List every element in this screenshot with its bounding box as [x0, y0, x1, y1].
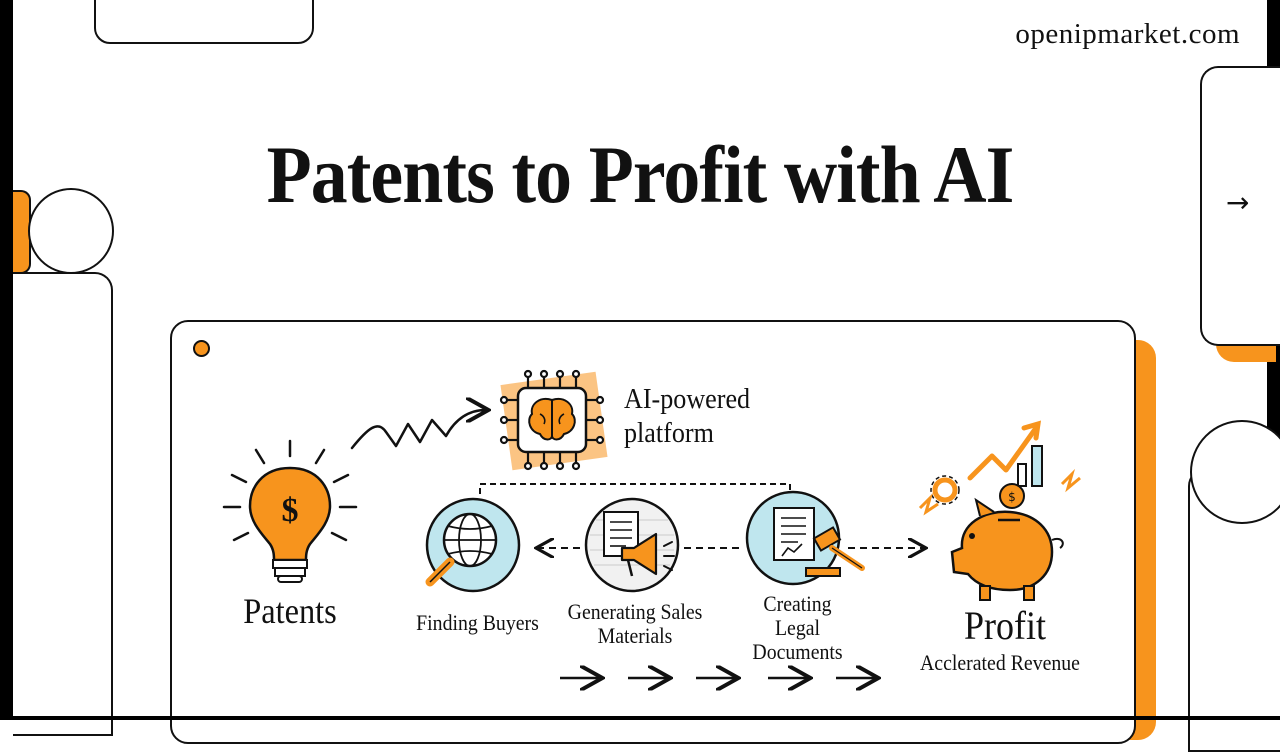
globe-search-icon: [425, 497, 521, 593]
step-finding-buyers-label: Finding Buyers: [416, 610, 539, 635]
card-dot-icon: [193, 340, 210, 357]
step-creating-legal-label: Creating Legal Documents: [752, 591, 843, 664]
next-slide-panel[interactable]: [1200, 66, 1280, 346]
profit-sub-label: Acclerated Revenue: [920, 650, 1080, 675]
dashed-connector: [479, 483, 791, 494]
decorative-left-box: [13, 272, 113, 736]
site-url: openipmarket.com: [1015, 18, 1240, 50]
page-title: Patents to Profit with AI: [266, 129, 1015, 220]
legal-document-gavel-icon: [745, 490, 865, 586]
svg-text:$: $: [1008, 490, 1016, 504]
decorative-right-circle: [1190, 420, 1280, 524]
frame-left-edge: [0, 0, 13, 720]
patents-label: Patents: [243, 591, 337, 631]
piggy-bank-growth-icon: $: [918, 420, 1081, 601]
right-arrow-icon[interactable]: →: [1226, 186, 1250, 219]
ai-chip-brain-icon: [499, 369, 608, 471]
svg-text:$: $: [282, 492, 299, 529]
lightbulb-dollar-icon: $: [222, 439, 358, 583]
profit-label: Profit: [963, 603, 1047, 648]
megaphone-document-icon: [584, 497, 680, 593]
step-generating-sales-label: Generating Sales Materials: [567, 599, 703, 648]
zigzag-arrow-icon: [350, 410, 486, 450]
decorative-top-box: [94, 0, 314, 44]
frame-bottom-edge: [0, 716, 1280, 720]
ai-platform-label: AI-powered platform: [624, 383, 751, 449]
process-diagram: $: [222, 369, 1081, 720]
